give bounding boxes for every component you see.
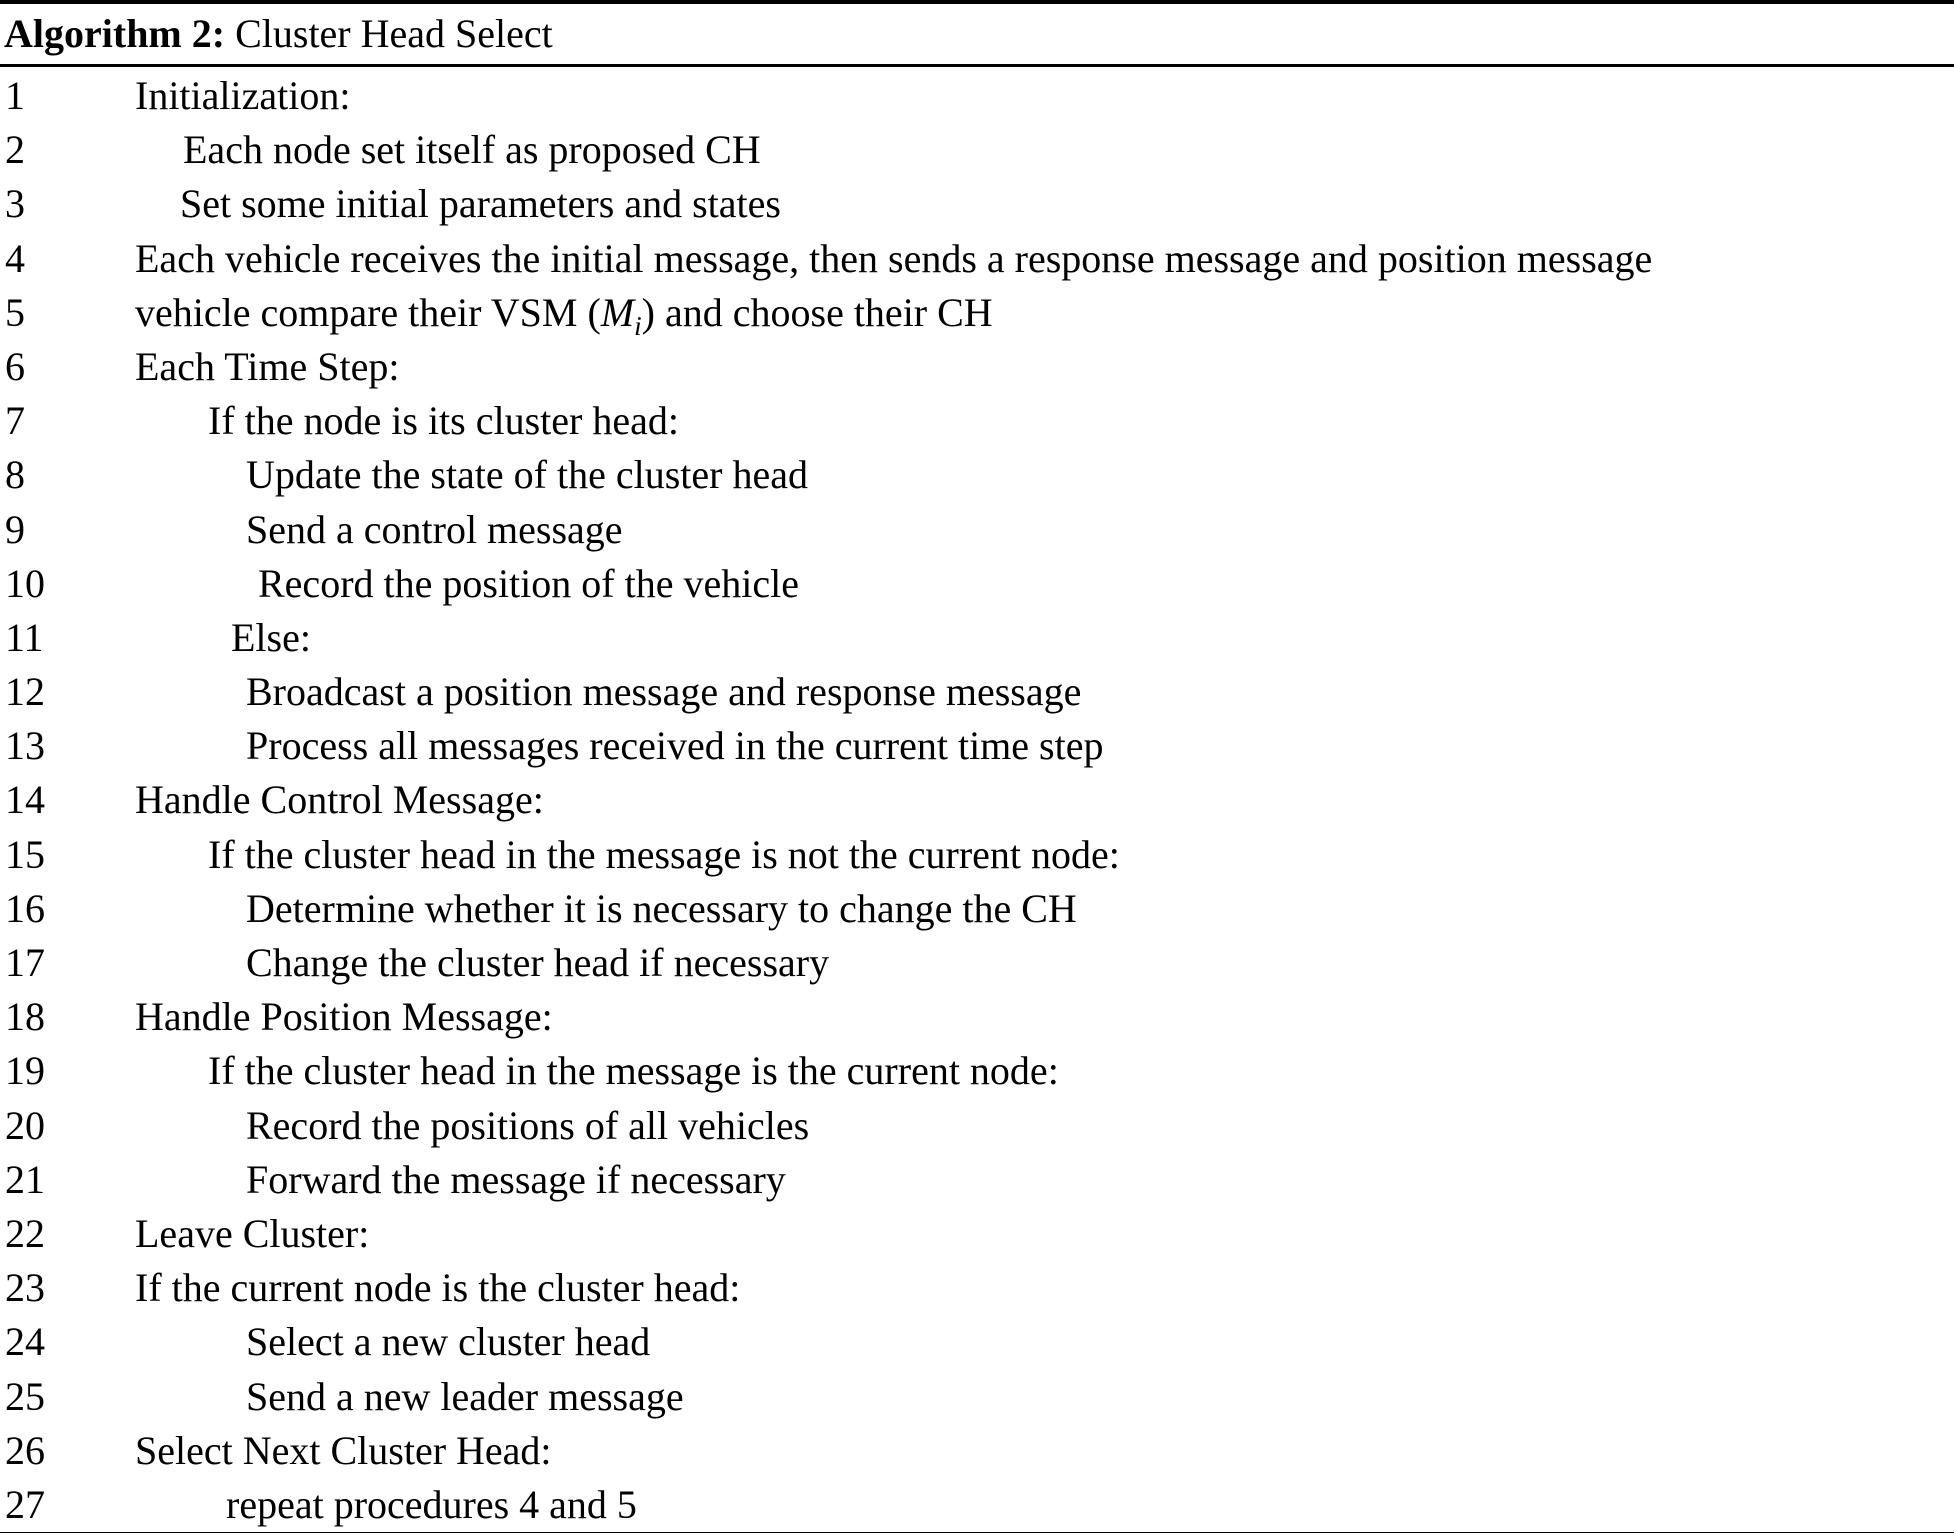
line-text: Each Time Step: [135, 343, 400, 389]
algorithm-caption: Algorithm 2: Cluster Head Select [0, 4, 1954, 64]
algorithm-line: 18 Handle Position Message: [0, 990, 1954, 1044]
line-text: Determine whether it is necessary to cha… [246, 885, 1077, 931]
algorithm-line: 22 Leave Cluster: [0, 1207, 1954, 1261]
line-number: 22 [5, 1210, 45, 1256]
line-text-pre: vehicle compare their VSM ( [135, 289, 601, 335]
line-number: 15 [5, 831, 45, 877]
line-number: 4 [5, 235, 25, 281]
line-number: 12 [5, 669, 45, 715]
line-text: Each node set itself as proposed CH [183, 127, 761, 173]
top-rule [0, 0, 1954, 4]
algorithm-line: 11 Else: [0, 611, 1954, 665]
line-number: 19 [5, 1048, 45, 1094]
algorithm-line: 15 If the cluster head in the message is… [0, 828, 1954, 882]
line-number: 16 [5, 885, 45, 931]
line-number: 5 [5, 289, 25, 335]
line-text: Record the positions of all vehicles [246, 1102, 810, 1148]
algorithm-line: 10 Record the position of the vehicle [0, 557, 1954, 611]
line-number: 9 [5, 506, 25, 552]
line-number: 6 [5, 343, 25, 389]
line-number: 1 [5, 73, 25, 118]
algorithm-line: 27 repeat procedures 4 and 5 [0, 1478, 1954, 1532]
algorithm-line: 5 vehicle compare their VSM (Mi) and cho… [0, 286, 1954, 341]
algorithm-line: 19 If the cluster head in the message is… [0, 1044, 1954, 1098]
line-text: Broadcast a position message and respons… [246, 669, 1082, 715]
line-number: 13 [5, 723, 45, 769]
algorithm-line: 21 Forward the message if necessary [0, 1153, 1954, 1207]
line-number: 10 [5, 560, 45, 606]
algorithm-line: 26 Select Next Cluster Head: [0, 1424, 1954, 1478]
header-rule [0, 64, 1954, 67]
line-text: Set some initial parameters and states [180, 181, 781, 227]
line-number: 11 [5, 614, 44, 660]
line-text: Process all messages received in the cur… [246, 723, 1104, 769]
algorithm-line: 13 Process all messages received in the … [0, 719, 1954, 773]
line-text: vehicle compare their VSM (Mi) and choos… [128, 286, 1954, 353]
algorithm-line: 7 If the node is its cluster head: [0, 394, 1954, 448]
line-text: Else: [231, 614, 311, 660]
line-text: Handle Position Message: [135, 994, 553, 1040]
algorithm-line: 12 Broadcast a position message and resp… [0, 665, 1954, 719]
algorithm-line: 2 Each node set itself as proposed CH [0, 123, 1954, 177]
algorithm-line: 16 Determine whether it is necessary to … [0, 882, 1954, 936]
math-variable-subscript: i [634, 310, 642, 341]
line-text: Record the position of the vehicle [258, 560, 799, 606]
algorithm-line: 17 Change the cluster head if necessary [0, 936, 1954, 990]
algorithm-line: 20 Record the positions of all vehicles [0, 1099, 1954, 1153]
line-text: If the cluster head in the message is no… [208, 831, 1120, 877]
line-number: 17 [5, 940, 45, 985]
algorithm-line: 6 Each Time Step: [0, 340, 1954, 394]
algorithm-line: 23 If the current node is the cluster he… [0, 1261, 1954, 1315]
line-text: Forward the message if necessary [246, 1156, 786, 1202]
line-number: 2 [5, 127, 25, 173]
line-number: 20 [5, 1102, 45, 1148]
math-variable: Mi [600, 289, 642, 341]
math-variable-base: M [600, 289, 635, 335]
line-number: 18 [5, 994, 45, 1040]
line-number: 7 [5, 398, 25, 444]
algorithm-line: 25 Send a new leader message [0, 1370, 1954, 1424]
line-text: Handle Control Message: [135, 777, 544, 823]
line-text: If the cluster head in the message is th… [208, 1048, 1059, 1094]
algorithm-line: 9 Send a control message [0, 503, 1954, 557]
line-number: 24 [5, 1319, 45, 1365]
line-number: 3 [5, 181, 25, 227]
algorithm-line: 14 Handle Control Message: [0, 773, 1954, 827]
line-number: 14 [5, 777, 45, 823]
algorithm-line: 1 Initialization: [0, 69, 1954, 123]
algorithm-label: Algorithm 2: [4, 11, 226, 56]
line-text: Initialization: [135, 73, 351, 118]
algorithm-title: Cluster Head Select [235, 11, 553, 56]
line-text: If the current node is the cluster head: [135, 1265, 741, 1311]
algorithm-line: 8 Update the state of the cluster head [0, 448, 1954, 502]
line-number: 27 [5, 1481, 45, 1527]
line-text: Leave Cluster: [135, 1210, 370, 1256]
line-number: 26 [5, 1427, 45, 1473]
line-text: repeat procedures 4 and 5 [226, 1481, 637, 1527]
line-number: 23 [5, 1265, 45, 1311]
line-number: 21 [5, 1156, 45, 1202]
line-number: 25 [5, 1373, 45, 1419]
line-text: If the node is its cluster head: [208, 398, 679, 444]
line-text: Change the cluster head if necessary [246, 940, 830, 985]
algorithm-line: 3 Set some initial parameters and states [0, 177, 1954, 231]
line-text: Each vehicle receives the initial messag… [135, 235, 1653, 281]
line-text: Send a control message [246, 506, 623, 552]
line-text: Send a new leader message [246, 1373, 684, 1419]
line-text: Select a new cluster head [246, 1319, 651, 1365]
line-number: 8 [5, 452, 25, 498]
algorithm-body: 1 Initialization: 2 Each node set itself… [0, 67, 1954, 1532]
line-text-post: ) and choose their CH [641, 289, 993, 335]
line-text: Select Next Cluster Head: [135, 1427, 552, 1473]
line-text: Update the state of the cluster head [246, 452, 808, 498]
algorithm-line: 4 Each vehicle receives the initial mess… [0, 232, 1954, 286]
algorithm-line: 24 Select a new cluster head [0, 1315, 1954, 1369]
